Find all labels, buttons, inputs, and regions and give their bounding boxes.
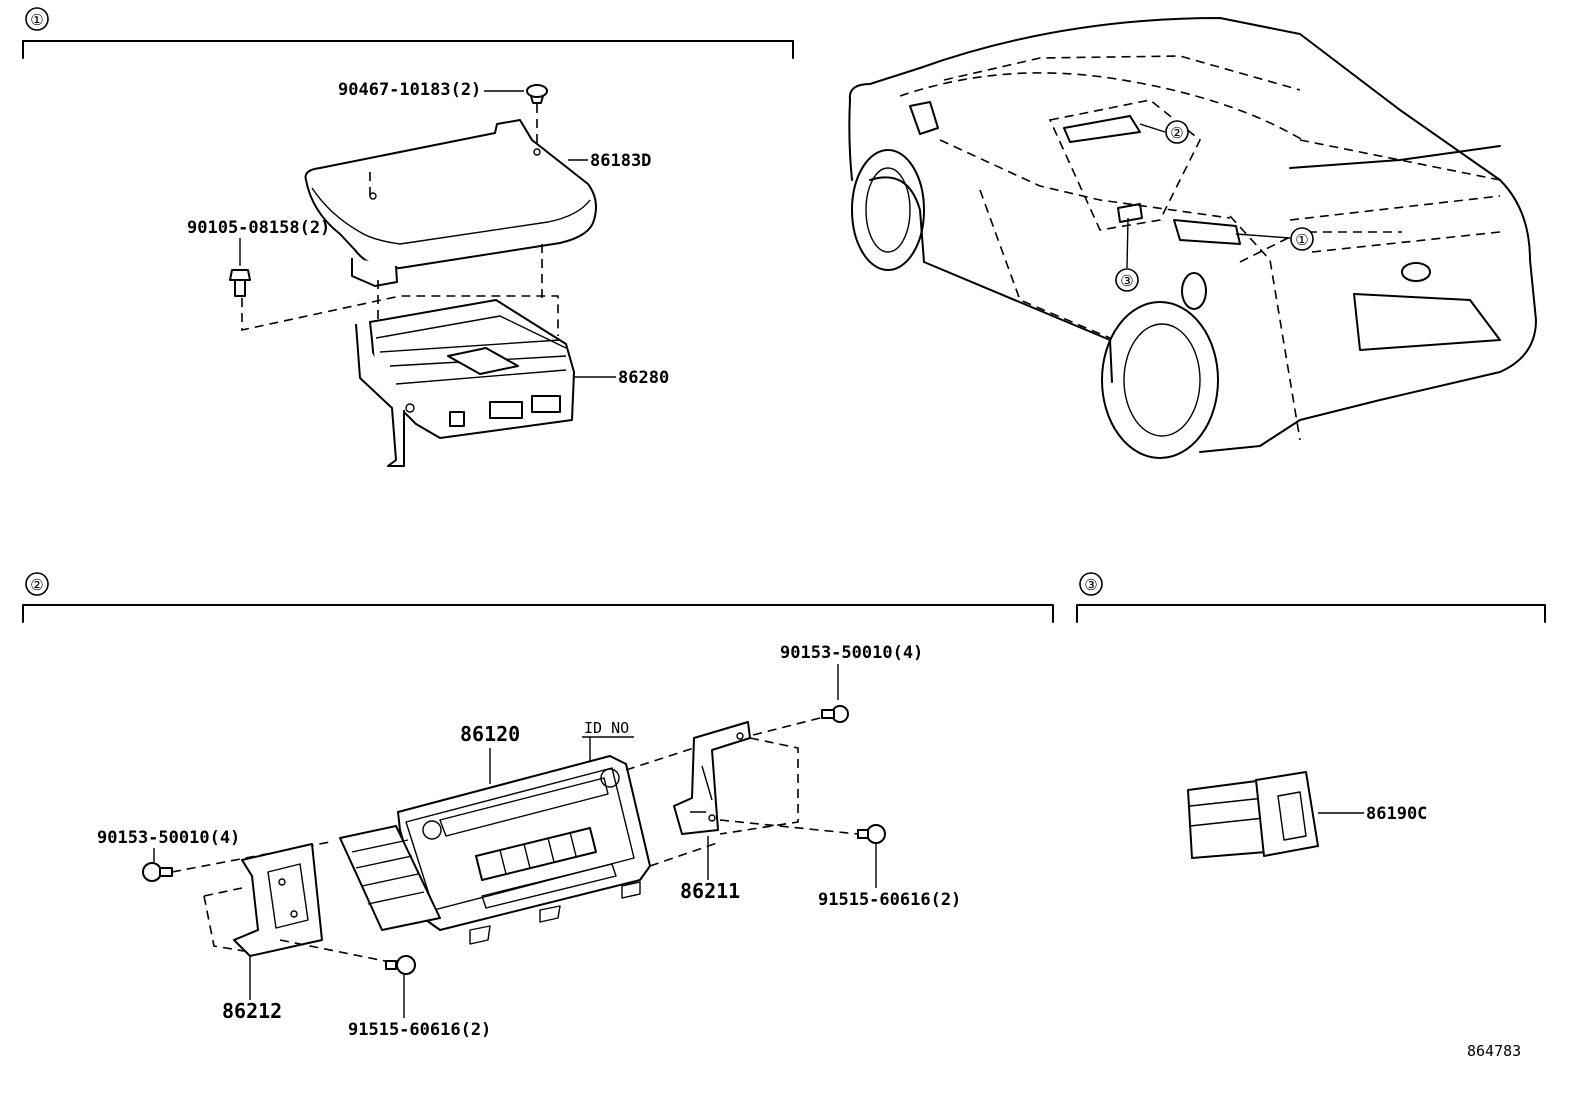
section-2-bracket-line	[22, 604, 1054, 623]
screw-top-right	[821, 705, 849, 723]
label-86212: 86212	[222, 999, 282, 1023]
section-3-bracket-line	[1076, 604, 1546, 623]
svg-text:①: ①	[1295, 231, 1308, 249]
label-86280: 86280	[618, 368, 669, 388]
label-91515-60616-right: 91515-60616(2)	[818, 890, 961, 910]
screw-left	[142, 862, 173, 882]
label-86120: 86120	[460, 722, 520, 746]
bracket-86212	[233, 843, 323, 957]
vehicle-illustration: ② ① ③	[848, 17, 1537, 459]
jack-86190C	[1187, 771, 1319, 859]
label-id-no: ID NO	[584, 719, 629, 737]
diagram-id: 864783	[1467, 1042, 1521, 1060]
label-86183D: 86183D	[590, 151, 651, 171]
section-1-bracket-line	[22, 40, 794, 59]
screw-bottom-right	[857, 824, 886, 844]
bracket-86211	[673, 721, 751, 835]
section-1-marker: ①	[25, 7, 49, 31]
section-1: ① 90467-10183(2) 86183D 90105-08158(2)	[22, 7, 794, 467]
vehicle-callout-1: ①	[1290, 227, 1314, 251]
bolt-part	[229, 269, 251, 297]
label-86211: 86211	[680, 879, 740, 903]
svg-text:②: ②	[1170, 124, 1183, 142]
clip-part	[526, 84, 548, 104]
label-90153-50010-left: 90153-50010(4)	[97, 828, 240, 848]
vehicle-callout-3: ③	[1115, 268, 1139, 292]
label-90105-08158: 90105-08158(2)	[187, 218, 330, 238]
label-86190C: 86190C	[1366, 804, 1427, 824]
vehicle-callout-2: ②	[1165, 120, 1189, 144]
section-2-marker: ②	[25, 572, 49, 596]
svg-text:③: ③	[1120, 272, 1133, 290]
section-2-number: ②	[30, 576, 43, 594]
screw-bottom-left	[385, 955, 416, 975]
section-3: ③ 86190C	[1076, 572, 1546, 859]
section-2: ② 90153-50010(4) 86120 ID NO	[22, 572, 1054, 1040]
section-1-number: ①	[30, 11, 43, 29]
cover-86183D	[304, 119, 597, 287]
section-3-marker: ③	[1079, 572, 1103, 596]
amplifier-86280	[355, 299, 575, 467]
label-91515-60616-left: 91515-60616(2)	[348, 1020, 491, 1040]
section-3-number: ③	[1084, 576, 1097, 594]
label-90153-50010-top: 90153-50010(4)	[780, 643, 923, 663]
receiver-86120	[339, 755, 651, 945]
label-90467-10183: 90467-10183(2)	[338, 80, 481, 100]
